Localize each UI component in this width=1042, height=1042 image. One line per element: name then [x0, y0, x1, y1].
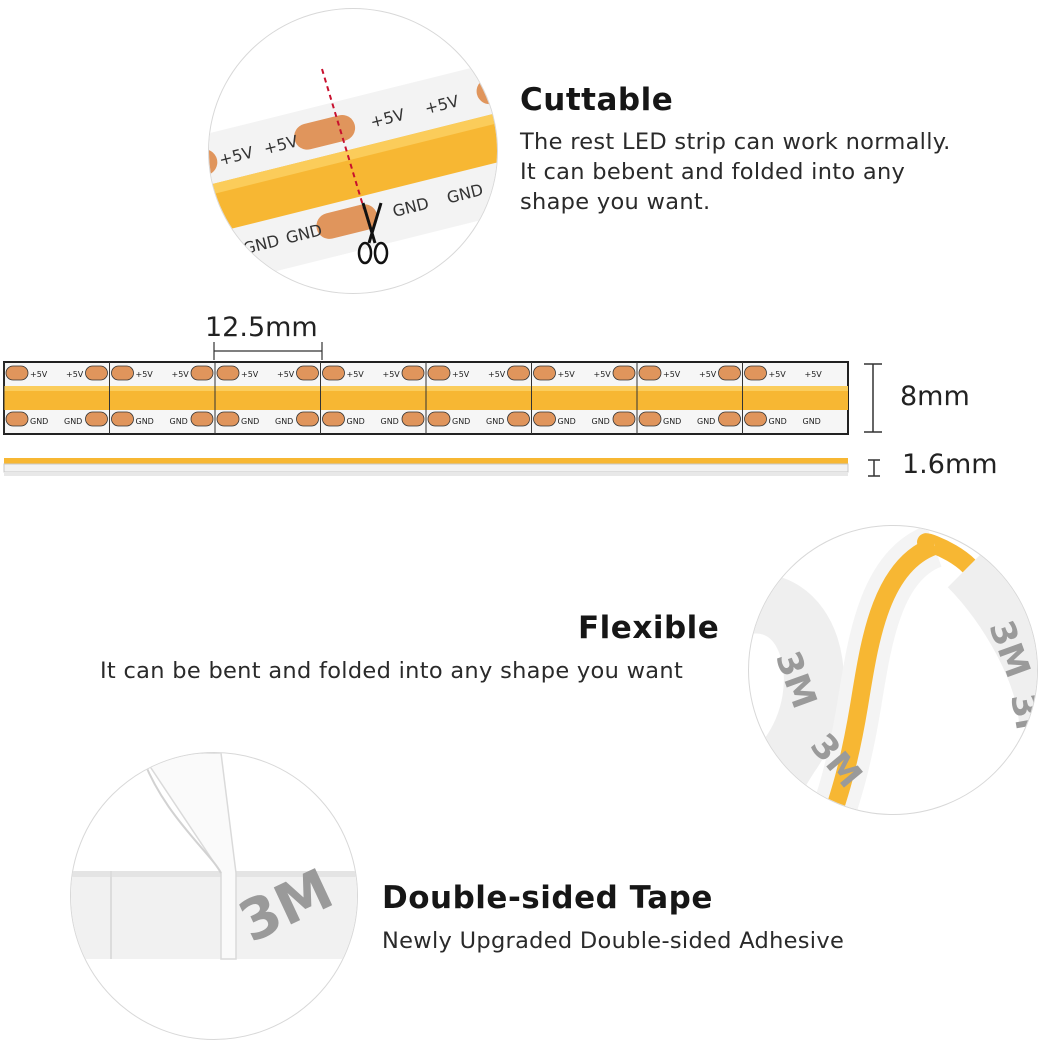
- strip-label-positive: +5V: [172, 370, 190, 379]
- tape-title: Double-sided Tape: [382, 880, 713, 916]
- strip-label-positive: +5V: [769, 370, 787, 379]
- cuttable-desc-line-3: shape you want.: [520, 189, 711, 215]
- strip-label-ground: GND: [486, 417, 504, 426]
- cuttable-strip-closeup-image: +5V +5V +5V +5V GND GND GND GND: [208, 8, 498, 294]
- thickness-label: 1.6mm: [902, 449, 998, 480]
- strip-copper-pad: [111, 365, 134, 381]
- strip-copper-pad: [427, 411, 451, 427]
- strip-label-ground: GND: [136, 417, 154, 426]
- strip-copper-pad: [5, 411, 29, 427]
- strip-label-ground: GND: [803, 417, 821, 426]
- strip-label-ground: GND: [558, 417, 576, 426]
- strip-copper-pad: [216, 411, 240, 427]
- tape-desc: Newly Upgraded Double-sided Adhesive: [382, 928, 845, 954]
- strip-copper-pad: [744, 365, 767, 381]
- strip-label-ground: GND: [381, 417, 399, 426]
- scissors-icon: [357, 202, 389, 265]
- led-strip-side-view: [3, 458, 849, 476]
- strip-copper-pad: [427, 365, 451, 381]
- strip-copper-pad: [533, 365, 556, 381]
- strip-copper-pad: [744, 411, 767, 427]
- strip-label-ground: GND: [64, 417, 82, 426]
- led-strip-top-view: +5V +5V GND GND +5V +5V GND GND +5V +5V GND GND +5V +…: [3, 361, 849, 435]
- strip-label-positive: +5V: [277, 370, 295, 379]
- strip-copper-pad: [216, 365, 240, 381]
- strip-copper-pad: [718, 411, 741, 427]
- strip-label-positive: +5V: [663, 370, 681, 379]
- strip-label-positive: +5V: [241, 370, 259, 379]
- flexible-desc: It can be bent and folded into any shape…: [100, 658, 684, 684]
- strip-label-ground: GND: [275, 417, 293, 426]
- strip-label-positive: +5V: [558, 370, 576, 379]
- pitch-dimension-marker: [213, 342, 323, 360]
- flexible-title: Flexible: [578, 610, 720, 646]
- strip-label-positive: +5V: [805, 370, 823, 379]
- strip-label-ground: GND: [241, 417, 259, 426]
- strip-copper-pad: [322, 411, 345, 427]
- flexible-strip-image: 3M 3M 3M 3M: [748, 525, 1038, 815]
- strip-label-positive: +5V: [66, 370, 84, 379]
- strip-copper-pad: [190, 365, 214, 381]
- strip-label-ground: GND: [663, 417, 681, 426]
- strip-copper-pad: [638, 365, 662, 381]
- thickness-dimension-marker: [868, 459, 880, 477]
- pitch-label: 12.5mm: [205, 312, 318, 343]
- strip-label-ground: GND: [697, 417, 715, 426]
- strip-copper-pad: [507, 411, 530, 427]
- strip-copper-pad: [533, 411, 556, 427]
- strip-copper-pad: [638, 411, 662, 427]
- strip-label-ground: GND: [30, 417, 48, 426]
- strip-copper-pad: [111, 411, 134, 427]
- strip-label-positive: +5V: [699, 370, 717, 379]
- strip-copper-pad: [507, 365, 530, 381]
- strip-label-positive: +5V: [30, 370, 48, 379]
- strip-label-positive: +5V: [452, 370, 470, 379]
- strip-label-positive: +5V: [488, 370, 506, 379]
- width-dimension-marker: [864, 363, 882, 433]
- width-label: 8mm: [900, 381, 970, 412]
- strip-label-positive: +5V: [136, 370, 154, 379]
- double-sided-tape-image: 3M: [70, 752, 358, 1040]
- strip-label-positive: +5V: [347, 370, 365, 379]
- strip-label-ground: GND: [769, 417, 787, 426]
- cuttable-desc-line-1: The rest LED strip can work normally.: [520, 129, 951, 155]
- strip-label-ground: GND: [592, 417, 610, 426]
- strip-copper-pad: [296, 411, 319, 427]
- strip-copper-pad: [612, 365, 636, 381]
- strip-copper-pad: [190, 411, 214, 427]
- strip-label-ground: GND: [347, 417, 365, 426]
- strip-copper-pad: [85, 365, 108, 381]
- flexible-3m-logo-4: 3M: [1002, 691, 1037, 755]
- strip-copper-pad: [401, 411, 425, 427]
- strip-copper-pad: [85, 411, 108, 427]
- strip-copper-pad: [401, 365, 425, 381]
- strip-label-ground: GND: [452, 417, 470, 426]
- strip-copper-pad: [322, 365, 345, 381]
- cuttable-title: Cuttable: [520, 82, 674, 118]
- cuttable-desc-line-2: It can bebent and folded into any: [520, 159, 906, 185]
- strip-label-positive: +5V: [383, 370, 401, 379]
- strip-copper-pad: [296, 365, 319, 381]
- strip-copper-pad: [5, 365, 29, 381]
- cut-line: [321, 68, 365, 210]
- strip-copper-pad: [718, 365, 741, 381]
- strip-label-ground: GND: [170, 417, 188, 426]
- strip-label-positive: +5V: [594, 370, 612, 379]
- strip-copper-pad: [612, 411, 636, 427]
